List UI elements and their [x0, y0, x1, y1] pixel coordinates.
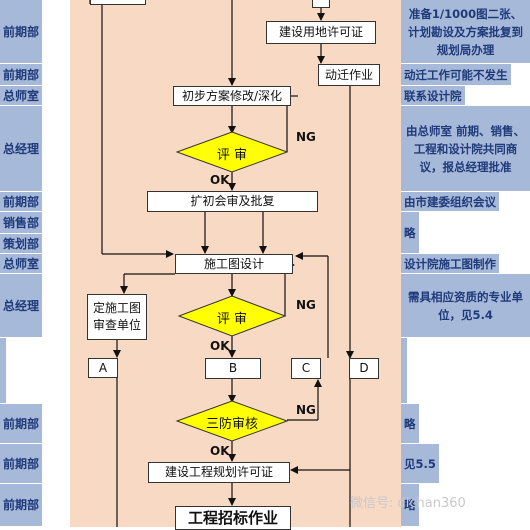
node-d: D — [349, 358, 379, 379]
dept-cell — [0, 338, 6, 404]
note-cell — [401, 338, 407, 404]
notes-column: 准备1/1000图二张、计划勘设及方案批复到规划局办理 动迁工作可能不发生 联系… — [401, 0, 530, 527]
node-a: A — [88, 358, 118, 378]
dept-cell: 前期部 — [0, 444, 43, 484]
dept-cell: 前期部 — [0, 404, 43, 444]
prelim-design-box: 初步方案修改/深化 — [173, 86, 291, 106]
review-diamond-1 — [175, 131, 289, 173]
node-c: C — [291, 358, 321, 379]
bidding-box: 工程招标作业 — [175, 506, 291, 530]
dept-cell: 前期部 — [0, 0, 43, 64]
review2-label: 评 审 — [216, 312, 248, 327]
land-permit-box: 建设用地许可证 — [266, 21, 376, 44]
ng-label-3: NG — [296, 403, 316, 417]
dept-cell: 销售部 — [0, 212, 43, 234]
note-cell: 动迁工作可能不发生 — [401, 64, 511, 86]
dept-cell: 总师室 — [0, 254, 43, 274]
note-cell: 需具相应资质的专业单位，见5.4 — [401, 274, 530, 338]
department-column: 前期部 前期部 总师室 总经理 前期部 销售部 策划部 总师室 总经理 前期部 … — [0, 0, 70, 527]
review1-label: 评 审 — [216, 148, 248, 163]
ng-label-1: NG — [296, 130, 316, 144]
dept-cell: 策划部 — [0, 234, 43, 254]
construction-drawing-box: 施工图设计 — [175, 254, 293, 274]
node-b: B — [205, 358, 261, 379]
ok-label-2: OK — [210, 339, 230, 353]
note-cell: 准备1/1000图二张、计划勘设及方案批复到规划局办理 — [401, 0, 530, 64]
triple-review-label: 三防审核 — [205, 417, 258, 432]
top-left-box — [90, 0, 146, 5]
dept-cell: 前期部 — [0, 64, 43, 86]
dept-cell: 总师室 — [0, 86, 43, 106]
note-cell: 略 — [401, 404, 419, 444]
triple-review-diamond — [175, 400, 289, 442]
note-cell: 由市建委组织会议 — [401, 192, 499, 212]
expanded-approval-box: 扩初会审及批复 — [147, 191, 318, 212]
note-cell: 略 — [401, 212, 419, 254]
planning-permit-box: 建设工程规划许可证 — [148, 462, 290, 483]
ok-label-1: OK — [210, 173, 230, 187]
ok-label-3: OK — [210, 444, 230, 458]
dept-cell: 总经理 — [0, 274, 43, 338]
note-cell: 联系设计院 — [401, 86, 465, 106]
note-cell: 设计院施工图制作 — [401, 254, 499, 274]
ng-label-2: NG — [296, 298, 316, 312]
dept-cell: 前期部 — [0, 484, 43, 527]
dept-cell: 前期部 — [0, 192, 43, 212]
review-diamond-2 — [177, 295, 287, 337]
top-right-box — [312, 0, 330, 8]
review-unit-box: 定施工图审查单位 — [87, 294, 147, 340]
wechat-watermark: 微信号: dichan360 — [350, 496, 466, 511]
dept-cell: 总经理 — [0, 106, 43, 192]
note-cell: 见5.5 — [401, 444, 439, 484]
relocation-box: 动迁作业 — [318, 64, 380, 86]
note-cell: 由总师室 前期、销售、工程和设计院共同商议，报总经理批准 — [401, 106, 530, 192]
